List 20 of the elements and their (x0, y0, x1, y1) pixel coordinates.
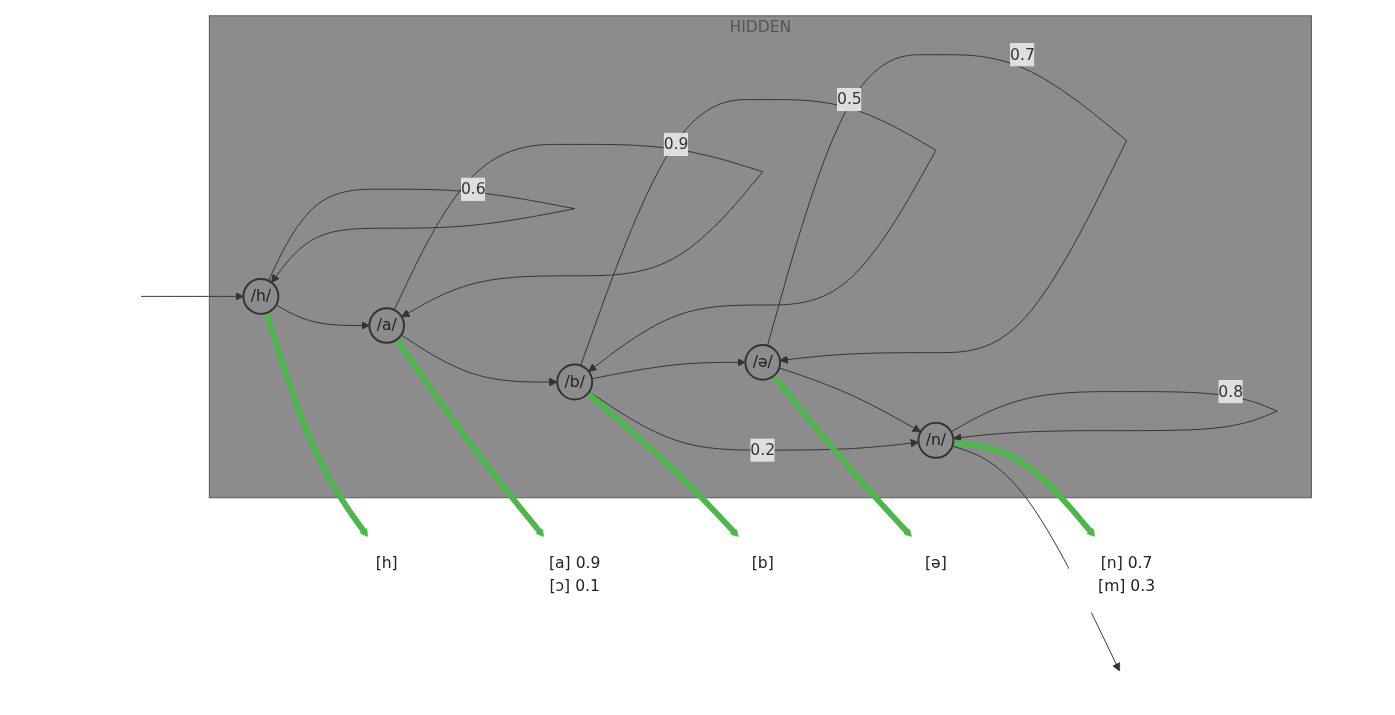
node-text: [a] 0.9 [ɔ] 0.1 (549, 552, 601, 595)
edge-label: 0.9 (664, 134, 689, 153)
arrow (394, 337, 545, 537)
arrow (771, 373, 913, 537)
arrow (263, 311, 369, 537)
node-circle: /a/ (368, 306, 406, 344)
node-circle: /n/ (917, 421, 955, 459)
node-text: [b] (752, 552, 775, 572)
node-circle: /h/ (242, 277, 280, 315)
edge-label: 0.5 (837, 89, 863, 108)
node-text: [h] (376, 552, 399, 572)
edge-label: 0.7 (1010, 44, 1036, 64)
edge-label: 0.6 (461, 178, 487, 198)
arrow (586, 390, 740, 537)
edge-label: 0.8 (1218, 381, 1244, 400)
node-circle: /b/ (556, 363, 594, 400)
edge-label: 0.2 (750, 439, 776, 459)
arrow (953, 438, 1096, 537)
node-text: [ə] (925, 552, 948, 572)
node-circle: /ə/ (744, 343, 782, 381)
